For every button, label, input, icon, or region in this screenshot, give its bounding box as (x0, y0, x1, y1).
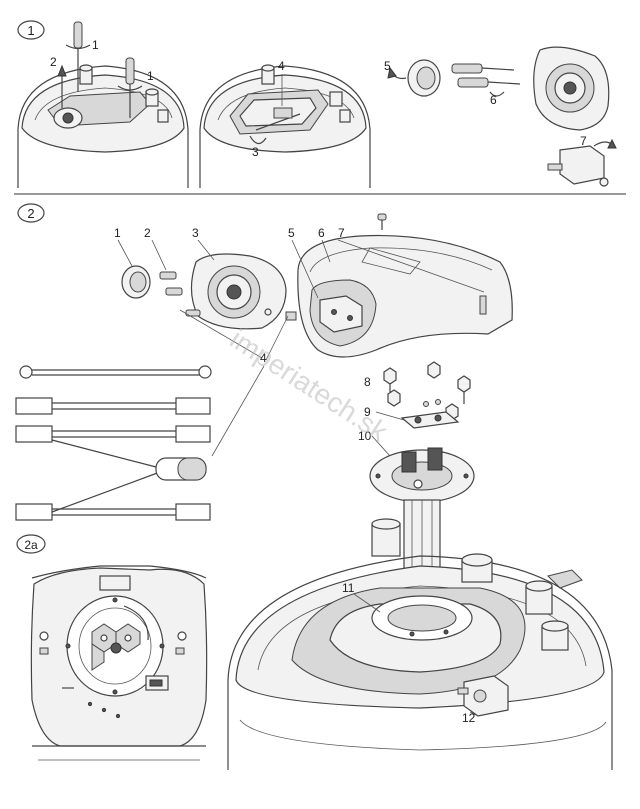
svg-text:2a: 2a (24, 538, 38, 552)
svg-text:7: 7 (580, 134, 587, 148)
svg-text:1: 1 (27, 23, 34, 38)
section-1-callouts-c: 5 6 7 (384, 59, 587, 148)
svg-text:2: 2 (27, 206, 34, 221)
heater-front-view (30, 565, 208, 761)
heater-housing-part (285, 234, 513, 358)
connector-cable-a (15, 397, 211, 415)
section-2-callouts-low: 11 12 (342, 581, 476, 725)
svg-text:7: 7 (338, 226, 345, 240)
terminal-block-part (400, 399, 460, 429)
heater-top-view-2 (199, 64, 371, 188)
section-1-callouts-b: 4 3 (252, 59, 285, 159)
flange-seal-part (353, 593, 473, 641)
section-2-badge: 2 (17, 203, 45, 223)
svg-text:2: 2 (144, 226, 151, 240)
svg-text:3: 3 (252, 145, 259, 159)
section-2-callouts-mid: 8 9 10 (358, 375, 405, 457)
section-1: 1 (14, 20, 626, 195)
connector-cable-b (15, 425, 211, 443)
svg-text:6: 6 (490, 93, 497, 107)
svg-text:5: 5 (384, 59, 391, 73)
cover-screws-part (151, 239, 183, 296)
svg-text:6: 6 (318, 226, 325, 240)
svg-text:3: 3 (192, 226, 199, 240)
grommet-part (117, 239, 151, 299)
callout-4-leader: 4 (179, 309, 289, 457)
svg-text:12: 12 (462, 711, 476, 725)
svg-text:5: 5 (288, 226, 295, 240)
section-1-callouts: 1 2 1 (50, 38, 154, 83)
earth-cable (19, 365, 212, 379)
svg-text:9: 9 (364, 405, 371, 419)
svg-text:10: 10 (358, 429, 372, 443)
section-1-badge: 1 (17, 20, 45, 40)
heater-top-view-1 (17, 21, 189, 188)
cover-plate-part (185, 239, 287, 330)
section-2: 2 (15, 203, 613, 770)
svg-text:1: 1 (147, 69, 154, 83)
thermostat-part (457, 675, 509, 717)
svg-text:8: 8 (364, 375, 371, 389)
section-2a: 2a (16, 534, 208, 761)
svg-text:11: 11 (342, 581, 355, 595)
svg-text:4: 4 (260, 351, 267, 365)
removed-parts-view (387, 46, 617, 187)
section-2a-badge: 2a (16, 534, 46, 554)
section-2-callouts-top: 1 2 3 5 6 7 (114, 226, 345, 299)
svg-text:1: 1 (114, 226, 121, 240)
indicator-lamp-cable (15, 439, 211, 521)
svg-text:2: 2 (50, 55, 57, 69)
svg-text:4: 4 (278, 59, 285, 73)
top-screw-part (337, 213, 485, 293)
terminal-screws-part (383, 361, 471, 421)
svg-text:1: 1 (92, 38, 99, 52)
